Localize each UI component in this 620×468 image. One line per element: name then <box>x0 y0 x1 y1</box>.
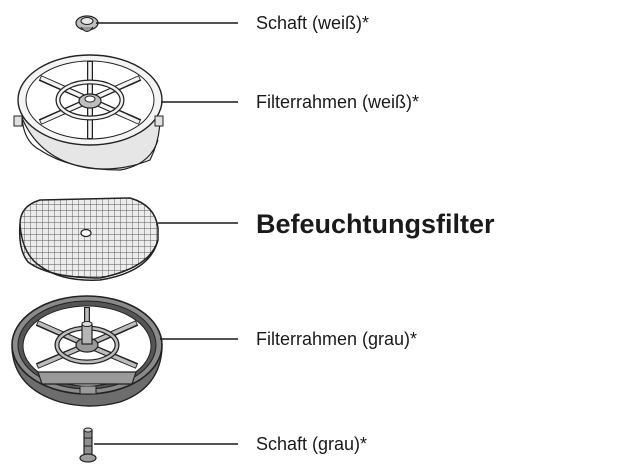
label-shaft-white: Schaft (weiß)* <box>256 13 370 33</box>
label-frame-white: Filterrahmen (weiß)* <box>256 92 420 112</box>
frame-grey-illustration <box>11 295 163 407</box>
humidifier-filter-illustration <box>18 197 159 281</box>
shaft-grey-illustration <box>79 427 97 463</box>
frame-white-illustration <box>13 54 164 171</box>
label-frame-grey: Filterrahmen (grau)* <box>256 329 418 349</box>
label-humidifier-filter: Befeuchtungsfilter <box>256 209 495 239</box>
label-shaft-grey: Schaft (grau)* <box>256 434 368 454</box>
shaft-white-illustration <box>75 15 99 32</box>
